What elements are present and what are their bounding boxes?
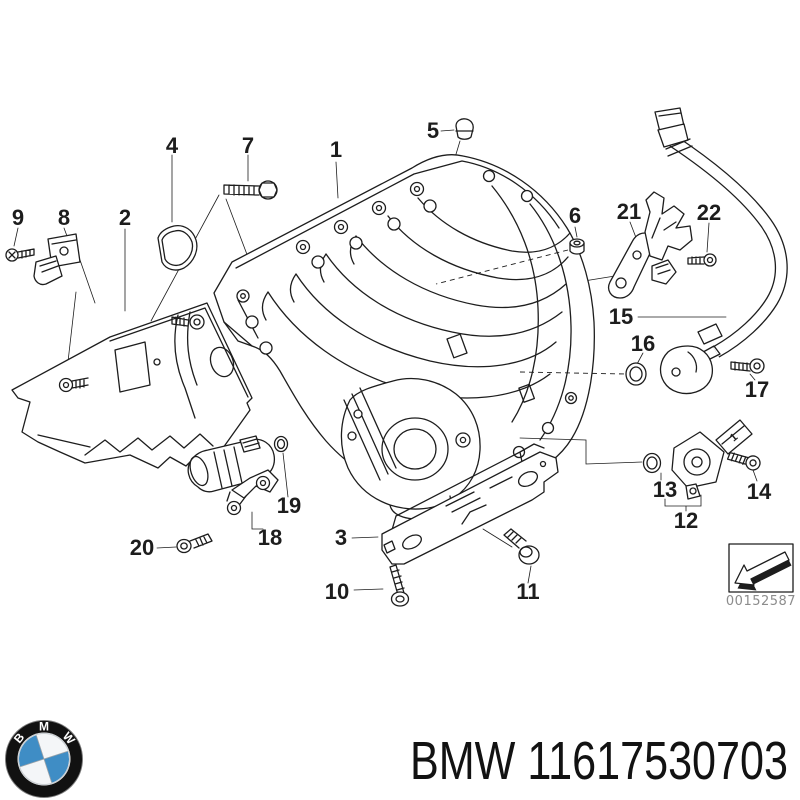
part-callout-19: 19 [277, 493, 301, 518]
part-callout-11: 11 [516, 579, 539, 604]
part-10-bolt [389, 564, 410, 607]
part-callout-12: 12 [674, 508, 698, 533]
part-callout-22: 22 [697, 200, 721, 225]
locator-lines [435, 249, 643, 465]
part-callout-9: 9 [12, 205, 24, 230]
part-13-o-ring [642, 452, 662, 474]
part-callout-4: 4 [166, 133, 179, 158]
bmw-logo: B M W [5, 720, 83, 798]
bmw-logo-letter-m: M [39, 720, 49, 734]
part-19-o-ring [273, 435, 289, 453]
part-18-actuator [187, 435, 279, 516]
part-callout-21: 21 [617, 199, 641, 224]
bmw-logo-quadrants [19, 734, 69, 784]
direction-arrow-icon [734, 551, 790, 586]
part-12-sensor: 1 [671, 419, 753, 500]
footer: B M W BMW 11617530703 [5, 720, 788, 798]
plate-bolt-top [171, 314, 205, 330]
part-callout-14: 14 [747, 479, 772, 504]
part-1-intake-manifold [213, 154, 595, 496]
part-3-support-bracket [381, 443, 559, 565]
part-callout-15: 15 [609, 304, 633, 329]
part-4-gasket [157, 224, 198, 271]
part-15-vent-hose [654, 107, 788, 358]
part-2-support-plate [11, 302, 253, 469]
part-callout-8: 8 [58, 205, 70, 230]
plate-bolt-left [58, 377, 89, 393]
vent-valve-elbow [659, 323, 723, 395]
part-callout-2: 2 [119, 205, 131, 230]
footer-part-number: BMW 11617530703 [410, 731, 788, 791]
part-8-clip-bracket [33, 233, 81, 286]
throttle-body [340, 377, 481, 520]
part-callout-3: 3 [335, 525, 347, 550]
manifold-bolt-bosses [236, 169, 578, 459]
part-20-bolt [176, 533, 213, 554]
part-callout-16: 16 [631, 331, 655, 356]
part-21-bracket [607, 191, 693, 299]
part-9-screw [5, 248, 35, 262]
part-callout-18: 18 [258, 525, 282, 550]
part-callout-13: 13 [653, 477, 677, 502]
part-14-screw [726, 452, 761, 471]
part-11-bolt [503, 528, 540, 565]
part-callout-5: 5 [427, 118, 439, 143]
part-17-screw [730, 358, 765, 374]
part-16-o-ring [625, 362, 647, 386]
part-callout-7: 7 [242, 133, 254, 158]
callouts: 1 2 3 4 5 6 7 8 9 10 11 12 13 14 15 16 1… [12, 118, 772, 604]
part-22-screw [687, 253, 717, 267]
part-6-nut [569, 238, 585, 255]
part-callout-17: 17 [745, 377, 769, 402]
stamp-code: 00152587 [726, 594, 796, 609]
part-7-bolt [223, 180, 278, 200]
part-5-cap-nut [455, 118, 474, 140]
part-callout-20: 20 [130, 535, 154, 560]
part-callout-1: 1 [330, 137, 342, 162]
part-callout-10: 10 [325, 579, 349, 604]
hose-fitting [654, 107, 693, 157]
stamp-box: 00152587 [726, 543, 796, 609]
part-callout-6: 6 [569, 203, 581, 228]
